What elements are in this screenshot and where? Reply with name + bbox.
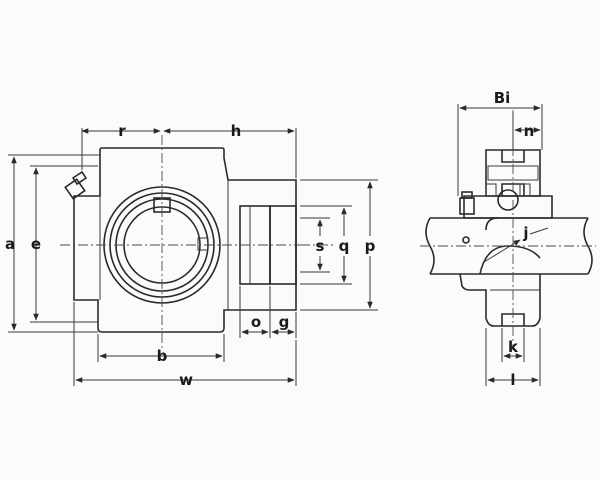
label-b: b <box>157 347 168 365</box>
label-j: j <box>522 224 528 242</box>
label-q: q <box>339 237 350 255</box>
label-g: g <box>279 313 290 331</box>
label-p: p <box>365 237 376 255</box>
label-bi: Bi <box>494 89 511 107</box>
label-n: n <box>524 122 535 140</box>
label-a: a <box>5 235 15 253</box>
housing-outline <box>73 147 297 333</box>
label-h: h <box>231 122 242 140</box>
label-r: r <box>118 122 126 140</box>
set-screw-side <box>459 191 475 215</box>
label-e: e <box>31 235 41 253</box>
label-s: s <box>316 237 325 255</box>
label-k: k <box>508 338 519 356</box>
grease-nipple-icon <box>64 170 88 200</box>
front-dimensions <box>8 128 378 386</box>
label-l: l <box>510 371 515 389</box>
label-w: w <box>179 371 193 389</box>
front-view <box>60 135 335 350</box>
side-view <box>420 110 596 350</box>
label-o: o <box>251 313 261 331</box>
side-dimensions <box>457 104 549 386</box>
ball <box>497 189 519 211</box>
